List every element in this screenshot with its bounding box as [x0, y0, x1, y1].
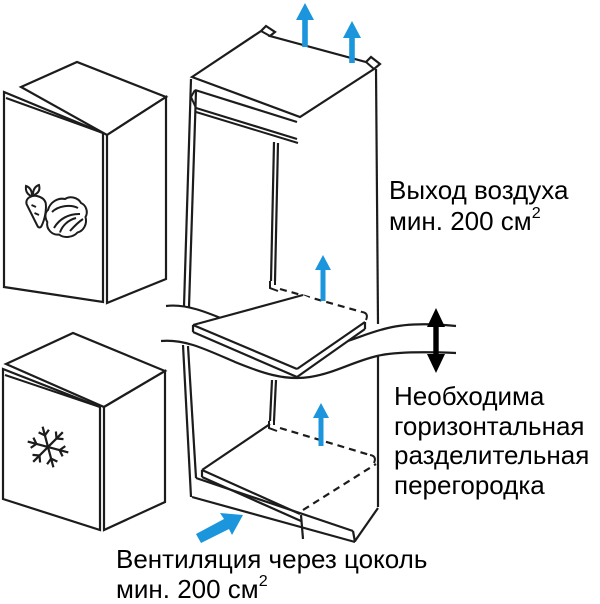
freezer-door-face — [1, 367, 102, 532]
niche-cabinet — [160, 24, 457, 544]
air-outlet-line2: мин. 200 см2 — [389, 203, 541, 236]
partition-hidden-edge-hook — [361, 311, 368, 321]
air-outlet-line1: Выход воздуха — [389, 175, 569, 205]
partition-line2: горизонтальная — [394, 410, 585, 441]
partition-line1: Необходима — [394, 381, 545, 411]
cabbage-icon — [44, 196, 88, 238]
plinth-vent-line1: Вентиляция через цоколь — [116, 544, 428, 574]
niche-floor — [200, 423, 377, 523]
freezer-door-edge — [4, 374, 101, 408]
fridge-door-edge — [5, 97, 104, 134]
air-outlet-label: Выход воздуха мин. 200 см2 — [389, 175, 568, 237]
partition-label: Необходима горизонтальная разделительная… — [394, 381, 590, 500]
plinth-vent-label: Вентиляция через цоколь мин. 200 см2 — [116, 544, 427, 604]
niche-plinth — [191, 476, 379, 544]
freezer-cabinet — [1, 331, 168, 532]
plinth-vent-sup: 2 — [258, 571, 268, 590]
up-arrow-icon — [313, 403, 329, 446]
diagonal-up-arrow-icon — [196, 513, 243, 543]
fridge-cabinet — [2, 60, 169, 305]
niche-lower-frame — [181, 344, 380, 507]
up-arrow-icon — [343, 21, 361, 63]
plinth-vent-line2: мин. 200 см2 — [116, 571, 268, 604]
up-arrow-icon — [296, 3, 314, 47]
double-vertical-arrow-icon — [427, 308, 445, 373]
partition-shelf — [191, 293, 367, 379]
up-arrow-icon — [315, 255, 331, 301]
niche-upper-frame — [182, 68, 380, 325]
snowflake-icon — [27, 426, 69, 468]
partition-line4: перегородка — [394, 469, 545, 500]
partition-line3: разделительная — [394, 440, 590, 470]
freezer-side-face — [102, 369, 167, 532]
niche-top-notches — [260, 30, 375, 70]
airflow-arrows — [196, 3, 361, 543]
niche-vent-rail — [190, 88, 299, 144]
air-outlet-sup: 2 — [531, 203, 541, 222]
fridge-side-face — [105, 94, 168, 305]
fridge-door-face — [2, 90, 105, 304]
